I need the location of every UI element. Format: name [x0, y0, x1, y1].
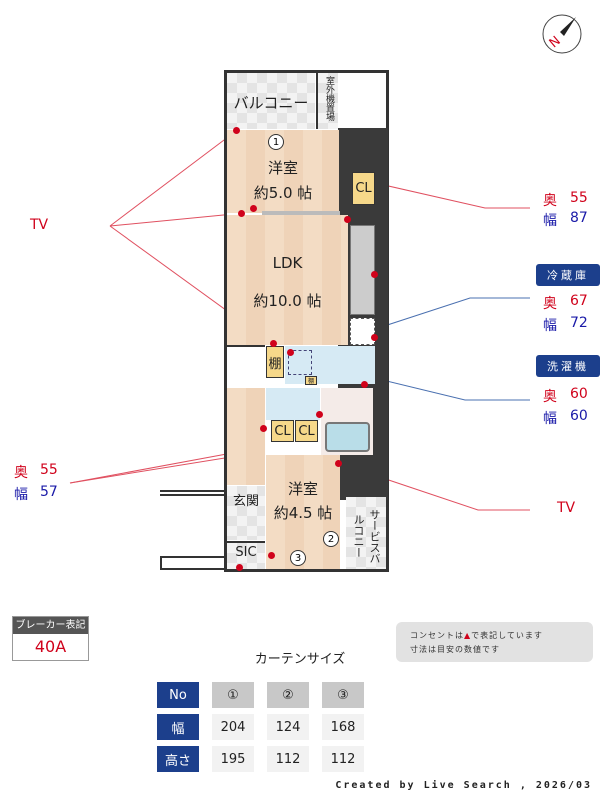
exterior-line: [160, 490, 226, 496]
washer-space: [288, 350, 312, 375]
notes-line1-post: で表記しています: [471, 631, 543, 640]
outlet-icon: [268, 552, 275, 559]
cl-upper-width-label: 幅: [543, 213, 557, 229]
western-room-2: [266, 455, 340, 569]
curtain-no-2: ②: [267, 682, 309, 708]
fridge-width: 72: [570, 315, 588, 331]
outdoor-unit-label: 室外機置場: [324, 76, 334, 121]
curtain-width-2: 124: [267, 714, 309, 740]
breaker-title: ブレーカー表記: [13, 617, 88, 634]
cl-upper-depth: 55: [570, 190, 588, 206]
curtain-no-3: ③: [322, 682, 364, 708]
outlet-icon: [260, 425, 267, 432]
window-number-1: 1: [268, 134, 284, 150]
outlet-icon: ▲: [464, 631, 472, 640]
fridge-depth-label: 奥: [543, 296, 557, 312]
fridge-tag: 冷蔵庫: [536, 264, 600, 286]
washer-tag: 洗濯機: [536, 355, 600, 377]
north-compass-icon: N: [540, 12, 584, 56]
small-shelf: 棚: [305, 376, 317, 385]
cl-lower-width: 57: [40, 484, 58, 500]
closet-1: CL: [352, 172, 375, 205]
fridge-depth: 67: [570, 293, 588, 309]
curtain-width-3: 168: [322, 714, 364, 740]
bathtub: [325, 422, 370, 452]
ldk-size: 約10.0 帖: [253, 292, 322, 310]
outlet-icon: [371, 271, 378, 278]
header-no: No: [157, 682, 199, 708]
outlet-icon: [361, 381, 368, 388]
cl-upper-depth-label: 奥: [543, 193, 557, 209]
closet-3: CL: [295, 420, 318, 442]
notes-line2: 寸法は目安の数値です: [410, 645, 500, 654]
washer-width: 60: [570, 408, 588, 424]
entrance: [227, 486, 265, 540]
shelf: 棚: [266, 346, 284, 378]
entrance-label: 玄関: [232, 494, 259, 509]
header-width: 幅: [157, 714, 199, 740]
washroom: [285, 346, 375, 384]
hallway-floor: [227, 388, 265, 485]
curtain-height-3: 112: [322, 746, 364, 772]
ldk: [227, 215, 348, 345]
western-room-2-name: 洋室: [287, 480, 318, 498]
header-height: 高さ: [157, 746, 199, 772]
exterior-line: [160, 556, 226, 570]
notes-box: コンセントは▲で表記しています 寸法は目安の数値です: [396, 622, 593, 662]
sliding-door: [262, 211, 340, 215]
cl-lower-depth-label: 奥: [14, 465, 28, 481]
outlet-icon: [344, 216, 351, 223]
service-balcony-label: サービスバルコニー: [352, 508, 381, 564]
curtain-no-1: ①: [212, 682, 254, 708]
outlet-icon: [233, 127, 240, 134]
fridge-space: [350, 318, 375, 345]
western-room-2-size: 約4.5 帖: [273, 504, 333, 522]
balcony-label: バルコニー: [233, 94, 309, 112]
outlet-icon: [236, 564, 243, 571]
credit: Created by Live Search , 2026/03: [335, 780, 592, 791]
tv-label-left: TV: [30, 217, 49, 233]
outlet-icon: [371, 334, 378, 341]
western-room-1-name: 洋室: [267, 159, 298, 177]
closet-2: CL: [271, 420, 294, 442]
service-balcony: [346, 497, 386, 569]
tv-label-right: TV: [557, 500, 576, 516]
sic: [227, 541, 265, 569]
outlet-icon: [250, 205, 257, 212]
curtain-title: カーテンサイズ: [254, 652, 346, 667]
breaker-value: 40A: [34, 637, 67, 656]
balcony: [227, 73, 315, 129]
sic-label: SIC: [235, 545, 257, 560]
outlet-icon: [287, 349, 294, 356]
outlet-icon: [316, 411, 323, 418]
curtain-width-1: 204: [212, 714, 254, 740]
notes-line1-pre: コンセントは: [410, 631, 464, 640]
window-number-3: 3: [290, 550, 306, 566]
fridge-width-label: 幅: [543, 318, 557, 334]
breaker-box: ブレーカー表記 40A: [12, 616, 89, 661]
window-number-2: 2: [323, 531, 339, 547]
washer-depth-label: 奥: [543, 389, 557, 405]
washer-depth: 60: [570, 386, 588, 402]
toilet: [266, 388, 320, 420]
cl-upper-width: 87: [570, 210, 588, 226]
western-room-1-size: 約5.0 帖: [253, 184, 313, 202]
kitchen-counter: [350, 225, 375, 315]
outdoor-unit-area: [316, 73, 338, 129]
outlet-icon: [335, 460, 342, 467]
washer-width-label: 幅: [543, 411, 557, 427]
cl-lower-width-label: 幅: [14, 487, 28, 503]
outlet-icon: [270, 340, 277, 347]
ldk-name: LDK: [272, 254, 303, 272]
curtain-height-2: 112: [267, 746, 309, 772]
cl-lower-depth: 55: [40, 462, 58, 478]
outlet-icon: [238, 210, 245, 217]
curtain-height-1: 195: [212, 746, 254, 772]
